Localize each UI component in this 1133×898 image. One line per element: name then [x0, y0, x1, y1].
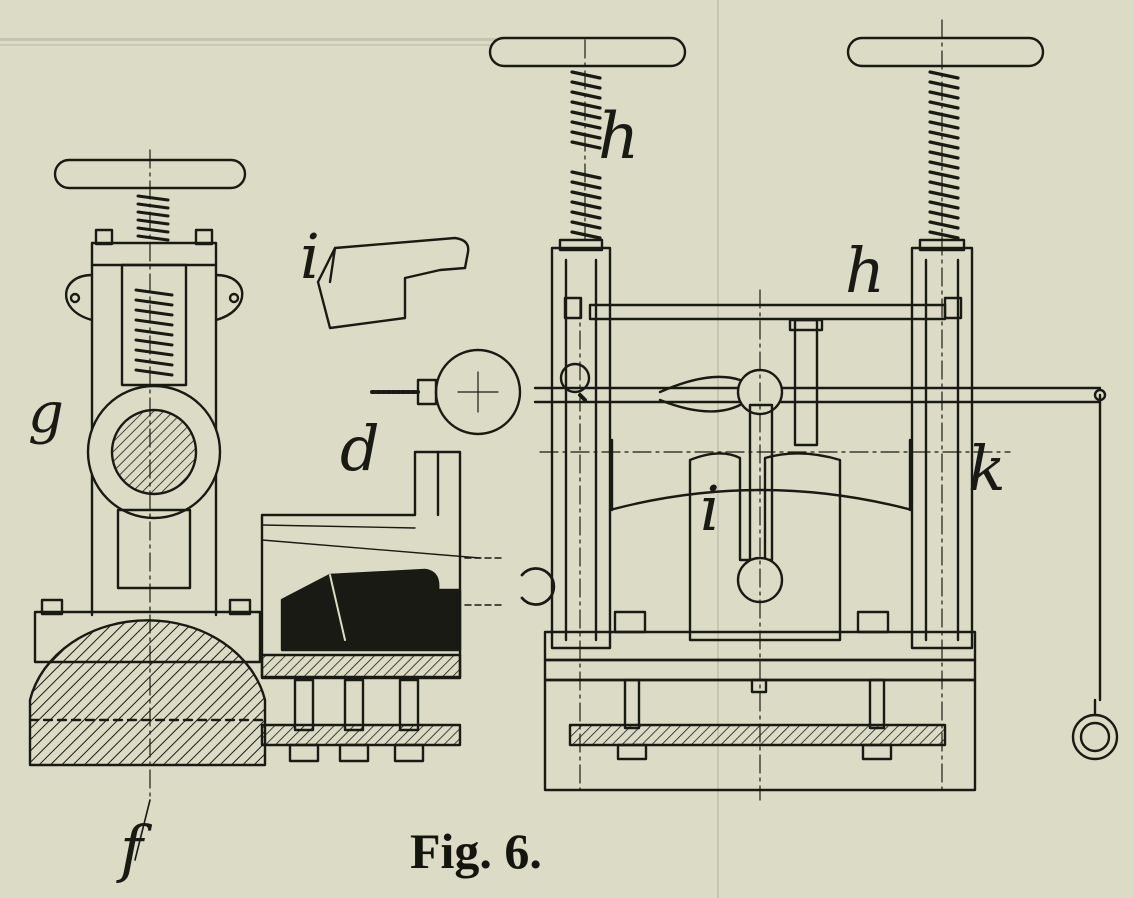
side-view: [28, 149, 267, 861]
clamp-section: [260, 450, 556, 763]
rail-section-f: [28, 619, 267, 767]
left-inner-spring: [134, 288, 174, 377]
left-shaft-section: [110, 408, 198, 496]
label-i-detail: i: [300, 220, 320, 293]
label-h-top: h: [598, 100, 639, 174]
figure-caption: Fig. 6.: [410, 823, 542, 879]
label-d: d: [340, 412, 380, 485]
right-handwheel-right: [846, 36, 1045, 68]
label-h-mid: h: [845, 234, 885, 307]
labels: h h i i g d k f: [28, 100, 1006, 885]
c-clip: [520, 567, 556, 606]
bleed-through-text: [0, 0, 719, 898]
rail-profile-black: [280, 568, 462, 652]
detail-i: [316, 236, 470, 330]
label-g: g: [28, 381, 64, 446]
left-top-spring: [136, 194, 170, 242]
label-k: k: [968, 432, 1006, 505]
right-handwheel-left: [488, 36, 687, 68]
front-view: [370, 19, 1119, 801]
label-i-center: i: [700, 472, 720, 545]
